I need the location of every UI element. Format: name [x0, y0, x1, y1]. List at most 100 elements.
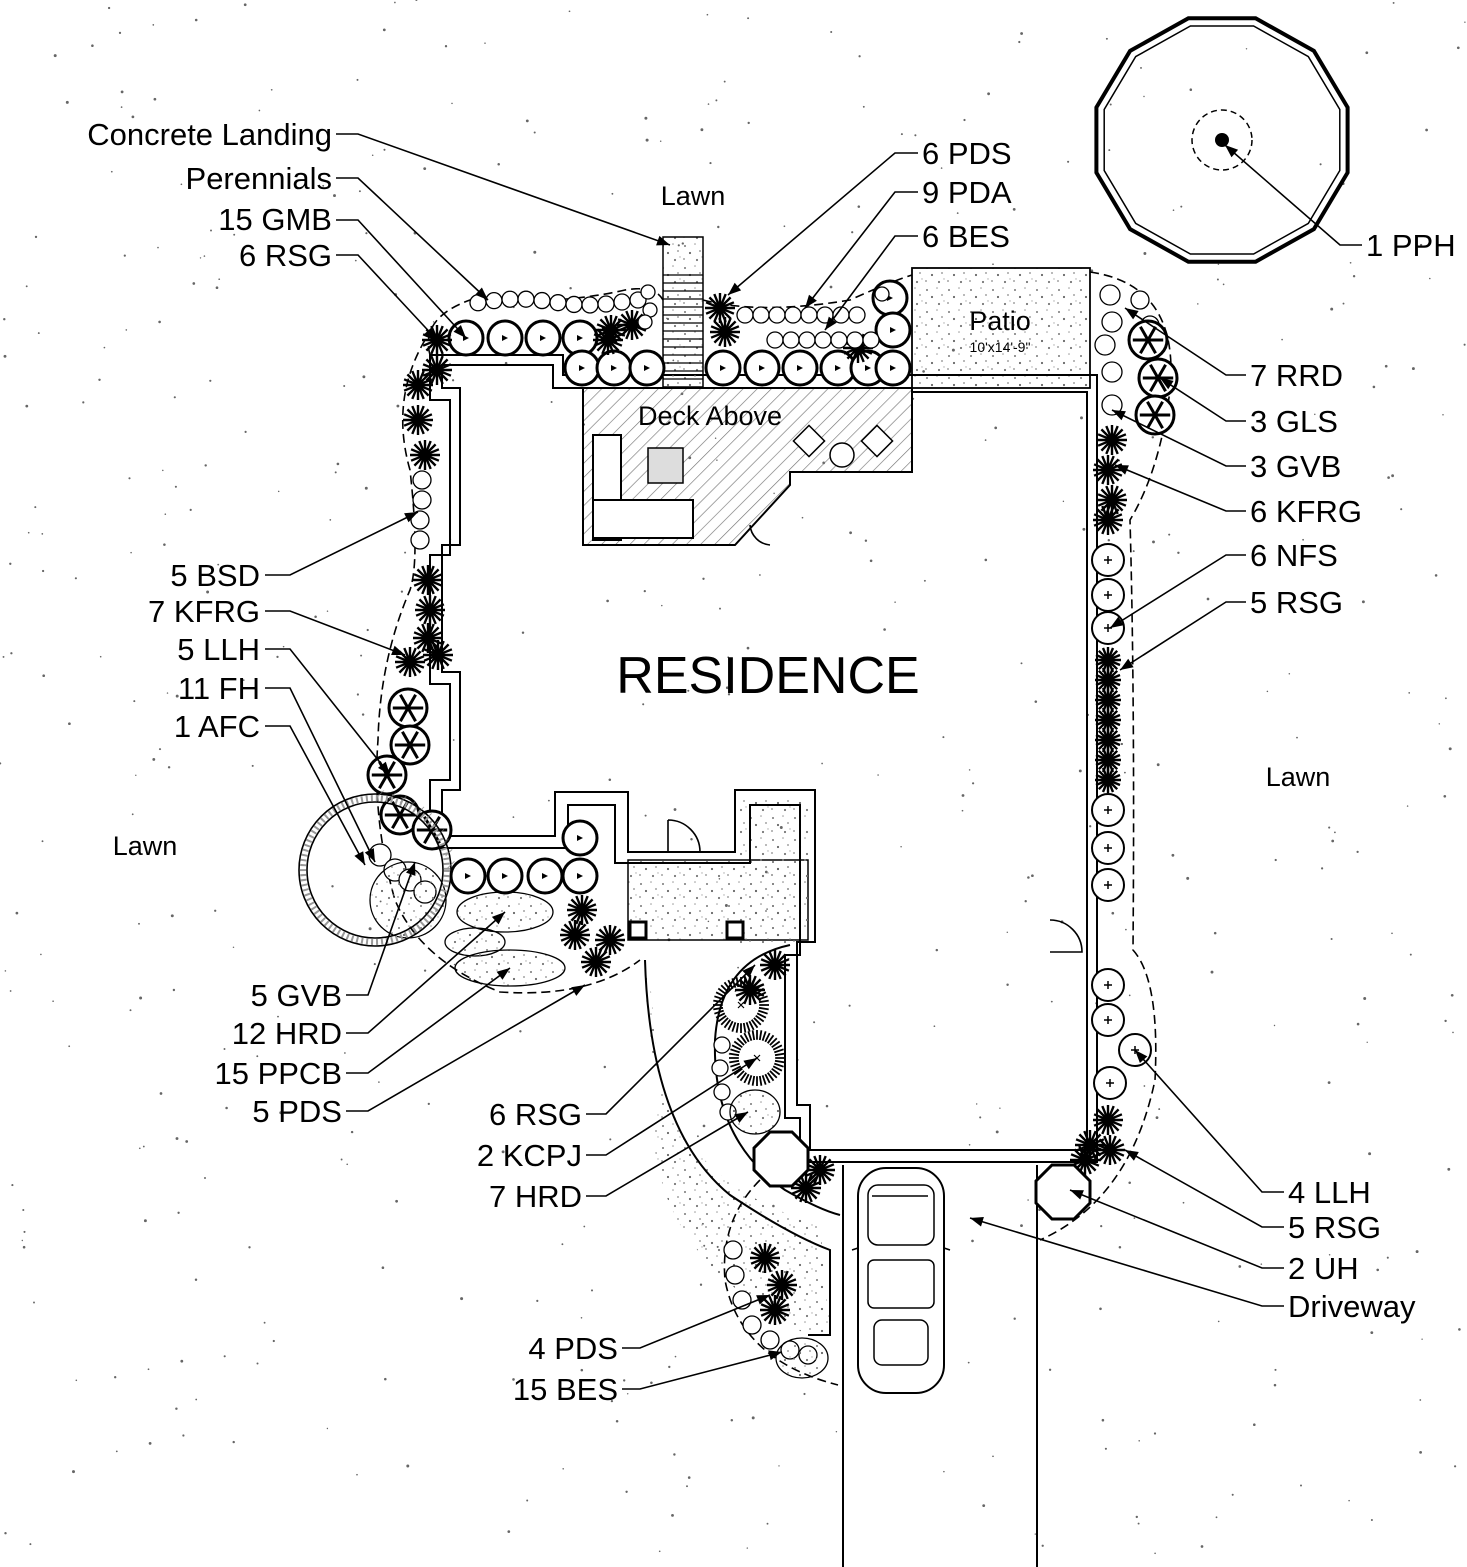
lawn-speck: [209, 379, 212, 382]
lawn-speck: [994, 426, 998, 430]
lawn-speck: [74, 577, 77, 580]
lawn-speck: [148, 1442, 152, 1445]
afc-tree-symbol: [298, 790, 455, 947]
spoked-shrub-symbol: [1137, 357, 1179, 399]
lawn-speck: [1443, 794, 1447, 798]
lawn-speck: [971, 782, 975, 785]
grass-symbol: [705, 293, 735, 323]
lawn-speck: [772, 1204, 775, 1208]
lawn-speck: [75, 1379, 78, 1382]
perennial-symbol: [814, 331, 832, 349]
lawn-speck: [1020, 662, 1023, 665]
lawn-speck: [99, 655, 102, 658]
callout-rsg-walk: 6 RSG: [489, 1097, 582, 1132]
lawn-speck: [1368, 1152, 1372, 1156]
lawn-speck: [686, 1485, 688, 1488]
lawn-speck: [130, 551, 132, 554]
lawn-speck: [381, 1266, 385, 1269]
lawn-speck: [1419, 1451, 1422, 1454]
uh-shrub-symbols: [752, 1130, 1092, 1221]
lawn-speck: [343, 385, 346, 387]
grass-symbol: [1097, 425, 1127, 455]
lawn-speck: [1082, 527, 1086, 531]
callout-leader: [336, 177, 489, 301]
lawn-speck: [1210, 970, 1214, 974]
lawn-speck: [91, 44, 94, 47]
perennial-symbol: [1094, 334, 1116, 356]
lawn-speck: [1387, 476, 1390, 479]
lawn-speck: [751, 1416, 755, 1420]
lawn-speck: [1442, 414, 1444, 416]
lawn-speck: [1177, 551, 1180, 555]
lawn-speck: [1391, 474, 1395, 478]
lawn-speck: [192, 282, 196, 285]
lawn-speck: [536, 1299, 539, 1302]
lawn-speck: [37, 332, 40, 335]
lawn-label-top: Lawn: [661, 181, 726, 211]
lawn-speck: [1391, 932, 1393, 935]
lawn-speck: [175, 1407, 178, 1410]
grass-symbol: [791, 1173, 821, 1203]
grass-symbol: [422, 355, 452, 385]
callout-llh-se: 4 LLH: [1288, 1175, 1371, 1210]
lawn-speck: [1274, 858, 1277, 862]
perennial-symbol: [713, 1083, 731, 1101]
lawn-speck: [218, 278, 221, 281]
door-swing: [667, 819, 701, 853]
callout-rsg-e: 5 RSG: [1250, 585, 1343, 620]
lawn-speck: [1171, 853, 1175, 857]
lawn-speck: [358, 190, 361, 193]
lawn-speck: [336, 462, 340, 466]
lawn-speck: [1425, 128, 1428, 132]
lawn-speck: [189, 508, 192, 511]
lawn-speck: [821, 762, 823, 765]
lawn-speck: [1143, 95, 1145, 98]
lawn-speck: [282, 645, 285, 648]
lawn-speck: [862, 105, 865, 108]
lawn-speck: [719, 607, 721, 610]
lawn-speck: [362, 375, 366, 379]
lawn-speck: [707, 103, 710, 105]
callout-leader: [804, 191, 918, 309]
perennial-symbol: [410, 530, 430, 550]
lawn-speck: [175, 694, 179, 698]
lawn-speck: [608, 778, 612, 782]
shrub-symbol: [743, 349, 781, 387]
lawn-speck: [497, 162, 500, 166]
lawn-speck: [1180, 205, 1183, 208]
lawn-speck: [110, 170, 113, 173]
lawn-speck: [610, 1399, 614, 1403]
lawn-speck: [107, 6, 111, 10]
lawn-speck: [561, 1243, 564, 1246]
lawn-speck: [217, 563, 220, 566]
lawn-speck: [333, 194, 336, 198]
grass-symbol: [1095, 747, 1121, 773]
lawn-speck: [225, 1106, 228, 1110]
grass-symbol: [750, 1243, 780, 1273]
perennial-symbol: [517, 290, 535, 308]
lawn-speck: [1133, 1217, 1136, 1219]
lawn-speck: [1434, 574, 1438, 577]
lawn-speck: [1238, 1265, 1242, 1268]
lawn-speck: [1419, 243, 1423, 247]
callout-perennials: Perennials: [186, 161, 332, 196]
lawn-speck: [344, 1052, 346, 1054]
shrub-symbol: [561, 857, 599, 895]
lawn-speck: [525, 119, 529, 123]
perennial-symbol: [742, 1315, 762, 1335]
lawn-speck: [15, 911, 19, 915]
lawn-speck: [404, 551, 407, 554]
lawn-speck: [1266, 690, 1269, 693]
callout-leader: [346, 984, 586, 1112]
callout-leader: [1114, 464, 1246, 512]
callout-leader: [1111, 409, 1246, 467]
lawn-speck: [674, 1355, 677, 1358]
shrub-plus-symbol: [1091, 611, 1125, 645]
callout-bes-walk: 15 BES: [513, 1372, 618, 1407]
lawn-speck: [727, 656, 730, 659]
lawn-speck: [1463, 343, 1466, 346]
lawn-speck: [995, 1130, 999, 1134]
lawn-speck: [1356, 1022, 1360, 1026]
lawn-speck: [1020, 32, 1024, 35]
lawn-speck: [159, 1092, 163, 1095]
